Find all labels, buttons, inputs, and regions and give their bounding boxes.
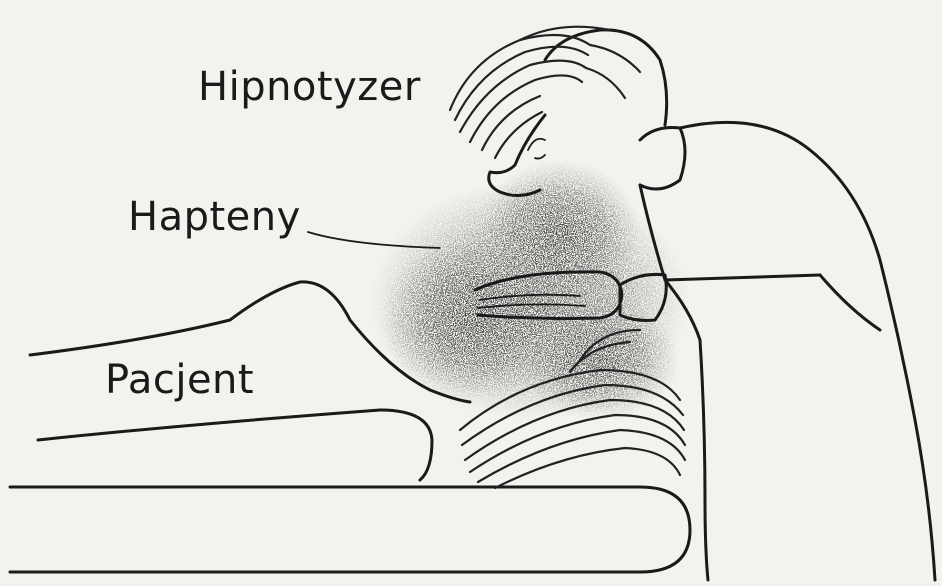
label-hypnotist: Hipnotyzer [198,64,421,110]
label-patient: Pacjent [105,357,254,403]
label-haptens: Hapteny [128,194,301,240]
hypnotist-hair [450,27,640,158]
hypnotist-figure [475,30,935,580]
bed [10,487,690,572]
